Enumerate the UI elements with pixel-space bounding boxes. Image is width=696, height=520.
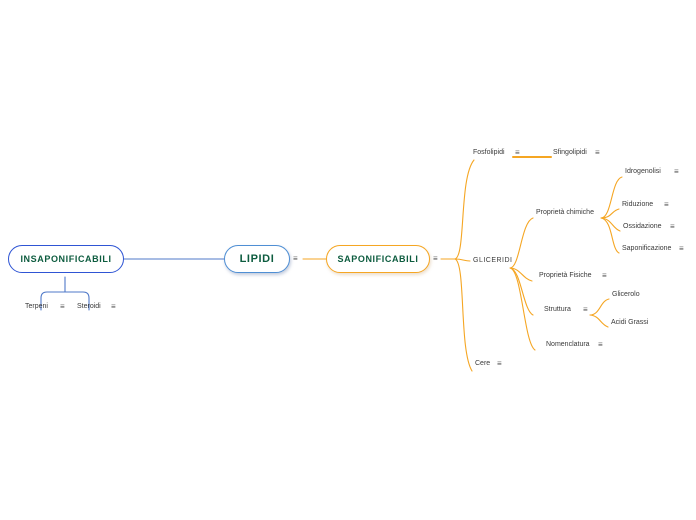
- node-insaponificabili[interactable]: INSAPONIFICABILI: [8, 245, 124, 273]
- node-proprieta-chimiche-label: Proprietà chimiche: [536, 209, 594, 216]
- node-cere[interactable]: Cere: [472, 357, 493, 369]
- link-struttura-acidi-grassi: [589, 314, 609, 328]
- node-acidi-grassi-label: Acidi Grassi: [611, 319, 649, 326]
- node-ossidazione[interactable]: Ossidazione: [620, 220, 668, 232]
- node-fosfolipidi[interactable]: Fosfolipidi: [470, 146, 514, 158]
- riduzione-hamburger-icon[interactable]: ≡: [664, 200, 669, 209]
- link-gliceridi-proprieta-fisiche: [509, 267, 533, 282]
- link-sap-cere: [454, 258, 473, 372]
- root-hamburger-icon[interactable]: ≡: [293, 254, 298, 263]
- node-root-lipidi-label: LIPIDI: [239, 253, 275, 265]
- node-gliceridi[interactable]: GLICERIDI: [470, 254, 512, 266]
- node-acidi-grassi[interactable]: Acidi Grassi: [608, 316, 656, 328]
- link-sap-fosfolipidi: [454, 159, 475, 260]
- sfingolipidi-hamburger-icon[interactable]: ≡: [595, 148, 600, 157]
- link-gliceridi-nomenclatura: [509, 267, 536, 351]
- node-steroidi-label: Steroidi: [77, 303, 101, 310]
- link-propchim-saponificazione: [600, 217, 620, 254]
- node-proprieta-fisiche-label: Proprietà Fisiche: [539, 272, 592, 279]
- node-glicerolo-label: Glicerolo: [612, 291, 640, 298]
- node-saponificabili-label: SAPONIFICABILI: [337, 254, 419, 264]
- node-proprieta-chimiche[interactable]: Proprietà chimiche: [533, 206, 601, 218]
- node-proprieta-fisiche[interactable]: Proprietà Fisiche: [536, 269, 598, 281]
- node-sfingolipidi-label: Sfingolipidi: [553, 149, 587, 156]
- node-saponificabili[interactable]: SAPONIFICABILI: [326, 245, 430, 273]
- node-terpeni-label: Terpeni: [25, 303, 48, 310]
- node-sfingolipidi[interactable]: Sfingolipidi: [550, 146, 596, 158]
- fosfolipidi-hamburger-icon[interactable]: ≡: [515, 148, 520, 157]
- node-glicerolo[interactable]: Glicerolo: [609, 288, 651, 300]
- saponificabili-hamburger-icon[interactable]: ≡: [433, 254, 438, 263]
- terpeni-hamburger-icon[interactable]: ≡: [60, 302, 65, 311]
- link-sap-gliceridi: [454, 258, 471, 262]
- node-cere-label: Cere: [475, 360, 491, 367]
- proprieta-fisiche-hamburger-icon[interactable]: ≡: [602, 271, 607, 280]
- node-fosfolipidi-label: Fosfolipidi: [473, 149, 505, 156]
- node-saponificazione[interactable]: Saponificazione: [619, 242, 677, 254]
- node-idrogenolisi-label: Idrogenolisi: [625, 168, 661, 175]
- nomenclatura-hamburger-icon[interactable]: ≡: [598, 340, 603, 349]
- node-nomenclatura-label: Nomenclatura: [546, 341, 590, 348]
- node-saponificazione-label: Saponificazione: [622, 245, 672, 252]
- node-steroidi[interactable]: Steroidi: [74, 300, 113, 312]
- link-propchim-riduzione: [600, 208, 620, 219]
- node-idrogenolisi[interactable]: Idrogenolisi: [622, 165, 672, 177]
- link-gliceridi-struttura: [509, 267, 534, 316]
- saponificazione-hamburger-icon[interactable]: ≡: [679, 244, 684, 253]
- idrogenolisi-hamburger-icon[interactable]: ≡: [674, 167, 679, 176]
- node-riduzione-label: Riduzione: [622, 201, 654, 208]
- link-propchim-ossidazione: [600, 217, 621, 232]
- link-fosfolipidi-sfingolipidi: [512, 155, 552, 158]
- node-ossidazione-label: Ossidazione: [623, 223, 662, 230]
- node-riduzione[interactable]: Riduzione: [619, 198, 661, 210]
- steroidi-hamburger-icon[interactable]: ≡: [111, 302, 116, 311]
- node-root-lipidi[interactable]: LIPIDI: [224, 245, 290, 273]
- node-nomenclatura[interactable]: Nomenclatura: [543, 338, 596, 350]
- link-struttura-glicerolo: [589, 298, 610, 316]
- struttura-hamburger-icon[interactable]: ≡: [583, 305, 588, 314]
- cere-hamburger-icon[interactable]: ≡: [497, 359, 502, 368]
- node-insaponificabili-label: INSAPONIFICABILI: [20, 254, 112, 264]
- node-terpeni[interactable]: Terpeni: [22, 300, 61, 312]
- node-struttura-label: Struttura: [544, 306, 571, 313]
- ossidazione-hamburger-icon[interactable]: ≡: [670, 222, 675, 231]
- node-gliceridi-label: GLICERIDI: [473, 257, 513, 264]
- node-struttura[interactable]: Struttura: [541, 303, 580, 315]
